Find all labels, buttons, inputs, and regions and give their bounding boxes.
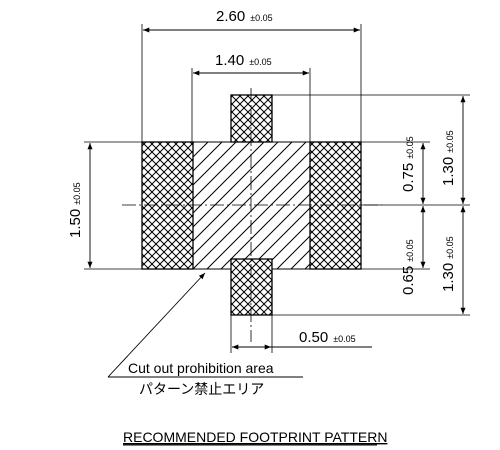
diagram-title: RECOMMENDED FOOTPRINT PATTERN [123,429,387,445]
note-cut-out-jp: パターン禁止エリア [139,382,264,398]
dim-lower-inner: 0.65±0.05 [400,239,417,295]
dim-upper-outer: 1.30±0.05 [440,130,457,186]
dimension-lines [87,27,466,350]
dim-lower-outer: 1.30±0.05 [440,236,457,292]
dim-pad-width: 0.50±0.05 [299,329,356,346]
dim-overall-width: 2.60±0.05 [216,8,273,25]
note-cut-out: Cut out prohibition area [128,360,274,376]
right-pad [309,141,362,270]
dim-inner-width: 1.40±0.05 [215,52,272,69]
top-pad [230,94,273,143]
bottom-pad [230,258,273,316]
dim-upper-inner: 0.75±0.05 [400,136,417,192]
extension-lines [84,24,470,353]
left-pad [141,141,194,270]
dim-left-height: 1.50±0.05 [67,182,84,238]
note-leader [107,272,303,378]
